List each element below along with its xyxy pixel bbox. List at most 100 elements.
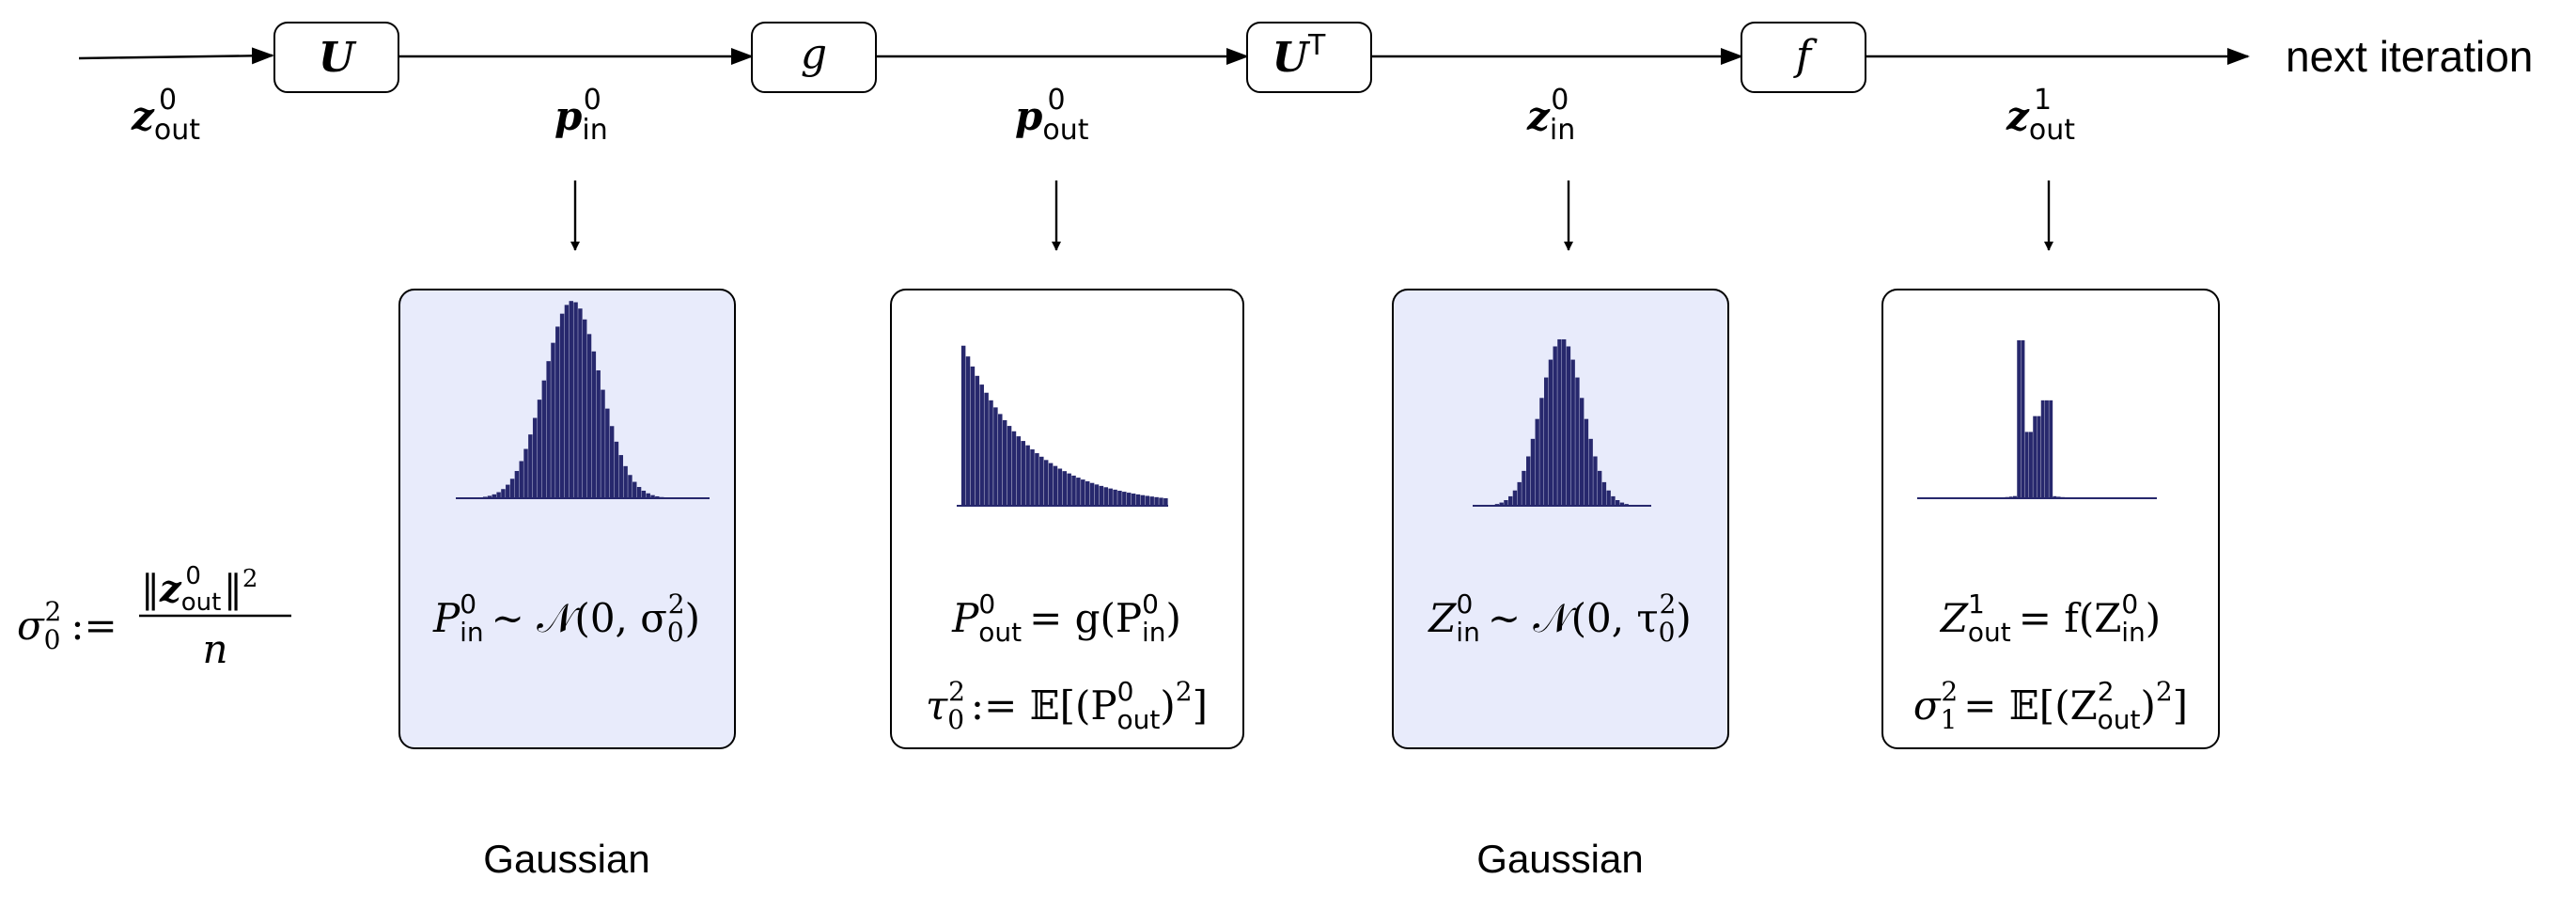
hist1-bar — [482, 496, 488, 498]
panel-4-box — [1881, 289, 2220, 749]
hist2-bar — [1025, 445, 1030, 506]
hist2-bar — [1145, 495, 1150, 506]
hist3-bar — [1566, 346, 1571, 506]
hist2-bar — [1089, 482, 1095, 506]
hist2-bar — [1043, 460, 1049, 506]
hist1-bar — [487, 495, 492, 498]
hist3-bar — [1544, 377, 1549, 506]
hist2-bar — [1099, 485, 1104, 506]
hist3-bar — [1499, 502, 1504, 506]
panel-captions: Gaussian Gaussian — [483, 837, 1643, 881]
hist2-bar — [1094, 484, 1100, 506]
hist3-bar — [1619, 502, 1625, 506]
panel-3-box — [1392, 289, 1729, 749]
hist4-bar — [2029, 431, 2033, 498]
hist2-bar — [989, 400, 993, 506]
hist3-bar — [1629, 505, 1633, 506]
hist2-bar — [984, 392, 989, 506]
hist2-bar — [1002, 419, 1007, 506]
hist1-bar — [596, 369, 601, 498]
hist3-bar — [1601, 481, 1607, 506]
hist2-bar — [1085, 480, 1090, 506]
signal-p-in-0: pin0 — [554, 84, 608, 147]
hist1-bar — [614, 441, 619, 498]
hist1-bar — [569, 301, 573, 498]
hist4-bar — [2008, 496, 2013, 498]
operator-box-UT — [1246, 22, 1372, 93]
hist1-bar — [605, 408, 610, 498]
hist3-bar — [1517, 481, 1522, 506]
hist3-bar — [1611, 495, 1616, 506]
hist4-bar — [2061, 496, 2065, 498]
hist2-bar — [1163, 498, 1168, 506]
panel-1-box — [398, 289, 736, 749]
hist1-bar — [559, 313, 565, 498]
sigma-def-lhs: σ02:= — [17, 596, 117, 655]
hist1-bar — [551, 342, 555, 498]
hist2-bar — [1108, 488, 1113, 506]
histogram-3 — [1473, 338, 1651, 507]
hist1-bar — [492, 494, 497, 498]
hist1-bar — [506, 484, 510, 498]
hist2-bar — [998, 414, 1003, 506]
hist2-bar — [1007, 426, 1012, 506]
hist1-bar — [541, 380, 547, 498]
hist4-bar — [2017, 340, 2022, 498]
hist3-bar — [1548, 359, 1553, 506]
hist2-bar — [960, 345, 966, 506]
histogram-4 — [1917, 340, 2157, 499]
hist2-bar — [965, 356, 971, 506]
hist1-bar — [578, 308, 583, 498]
hist3-bar — [1584, 418, 1589, 506]
operator-label-UT-sup: T — [1307, 29, 1326, 62]
hist2-bar — [1135, 494, 1141, 506]
panel-3-caption: Gaussian — [1476, 837, 1643, 881]
hist4-bar — [2045, 400, 2049, 498]
operator-box-g — [751, 22, 877, 93]
hist1-bar — [583, 319, 587, 498]
signal-p-out-0: pout0 — [1015, 84, 1089, 147]
hist1-bar — [532, 417, 538, 498]
hist2-bar — [1126, 493, 1132, 506]
hist3-bar — [1580, 398, 1585, 506]
signal-z-out-1: zout1 — [2006, 84, 2075, 147]
next-iteration-label: next iteration — [2286, 32, 2533, 81]
panel-1-caption: Gaussian — [483, 837, 649, 881]
hist3-bar — [1616, 500, 1620, 506]
hist2-bar — [1117, 491, 1122, 506]
hist4-bar — [2065, 497, 2069, 498]
hist2-bar — [1122, 492, 1127, 506]
hist2-bar — [1103, 487, 1109, 506]
hist2-bar — [1057, 468, 1063, 506]
hist1-bar — [537, 400, 542, 498]
hist1-bar — [659, 496, 664, 498]
hist1-bar — [618, 455, 624, 498]
hist1-bar — [501, 489, 506, 498]
hist3-bar — [1522, 470, 1526, 506]
hist2-bar — [1035, 453, 1039, 506]
hist1-bar — [564, 305, 570, 498]
hist2-bar — [1113, 489, 1117, 506]
sigma-definition: σ02:= ‖zout0‖2 n — [17, 562, 291, 672]
hist3-bar — [1539, 398, 1544, 506]
hist4-bar — [2069, 497, 2073, 498]
hist4-bar — [2021, 340, 2025, 498]
hist4-bar — [2033, 416, 2037, 498]
operator-label-UT-base: U — [1272, 34, 1311, 82]
signal-z-out-0: zout0 — [131, 84, 200, 147]
hist4-bar — [2024, 431, 2029, 498]
operator-box-U — [273, 22, 399, 93]
hist2-bar — [1067, 473, 1071, 506]
hist1-bar — [636, 487, 642, 498]
hist2-bar — [1081, 479, 1085, 506]
hist1-bar — [591, 351, 597, 498]
hist1-bar — [650, 494, 655, 498]
hist1-bar — [496, 492, 501, 498]
hist1-bar — [609, 426, 615, 498]
histogram-2 — [957, 345, 1168, 507]
hist1-bar — [601, 389, 605, 498]
